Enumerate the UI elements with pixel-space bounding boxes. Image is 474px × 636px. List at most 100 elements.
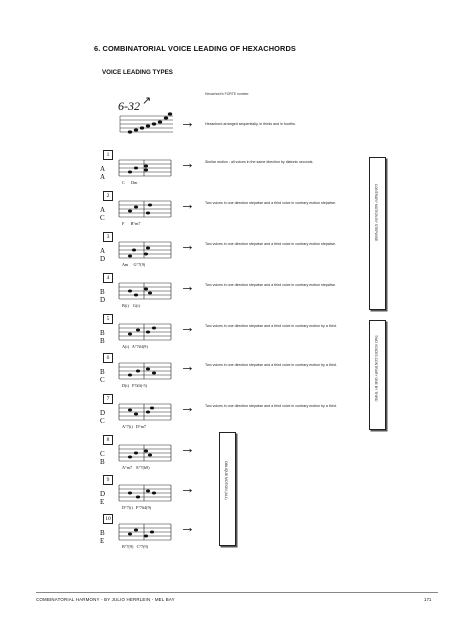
note-head <box>133 412 139 416</box>
note-head <box>147 203 153 207</box>
voice-pair-label: C B <box>100 450 105 466</box>
voice-pair-label: B B <box>100 329 105 345</box>
right-arrow-icon: → <box>180 519 195 536</box>
row-number-box: 6 <box>103 353 113 363</box>
voice-pair-label: A D <box>100 247 106 263</box>
row-number-box: 1 <box>103 150 113 160</box>
note-head <box>147 291 153 295</box>
voice-pair-label: B E <box>100 529 105 545</box>
side-box-stepwise: CONTRARY MOTION BY STEPWISE <box>369 157 386 310</box>
note-head <box>133 451 139 455</box>
row-description: Similar motion - all voices in the same … <box>205 160 314 164</box>
note-head <box>143 168 149 172</box>
note-head <box>151 371 157 375</box>
chord-symbols: B°7(9) C°7(9) <box>122 544 149 549</box>
row-number-box: 3 <box>103 232 113 242</box>
note-head <box>149 530 155 534</box>
note-head <box>135 369 141 373</box>
chord-symbols: D°7(i) F°7#4(9) <box>122 505 152 510</box>
right-arrow-icon: → <box>180 480 195 497</box>
voice-pair-label: B D <box>100 288 106 304</box>
side-box-label: CONTRARY MOTION BY STEPWISE <box>374 184 378 242</box>
note-head <box>145 410 151 414</box>
right-arrow-icon: → <box>180 114 195 131</box>
voice-pair-label: D E <box>100 490 106 506</box>
note-head <box>133 293 139 297</box>
note-head <box>131 248 137 252</box>
row-description: Two voices in one direction stepwise and… <box>205 324 337 328</box>
note-head <box>151 326 157 330</box>
music-staff <box>118 444 172 462</box>
note-head <box>143 449 149 453</box>
note-head <box>145 489 151 493</box>
hexachord-label: 6-32 <box>118 99 140 113</box>
voice-pair-label: A A <box>100 165 106 181</box>
row-number-box: 8 <box>103 435 113 445</box>
note-head <box>133 166 139 170</box>
music-staff <box>118 323 172 341</box>
row-number-box: 9 <box>103 475 113 485</box>
note-head <box>143 164 149 168</box>
music-staff <box>118 282 172 300</box>
music-staff <box>118 200 172 218</box>
row-number-box: 4 <box>103 273 113 283</box>
note-head <box>127 532 133 536</box>
note-head <box>135 495 141 499</box>
chord-symbols: F B°m7 <box>122 221 141 226</box>
north-east-arrow-icon: ↗ <box>142 95 152 107</box>
forte-number-note: Hexachord's FORTE number. <box>205 92 250 96</box>
row-description: Two voices in one direction stepwise and… <box>205 363 337 367</box>
note-head <box>133 205 139 209</box>
hexachord-staff <box>119 112 173 134</box>
note-head <box>145 367 151 371</box>
section-heading: 6. COMBINATORIAL VOICE LEADING OF HEXACH… <box>94 44 296 53</box>
music-staff <box>118 484 172 502</box>
chord-symbols: A(i) A°7#4(9) <box>122 344 148 349</box>
side-box-label: OBLIQUE MOTION (ALL) <box>224 461 228 500</box>
note-head <box>151 491 157 495</box>
note-head <box>127 209 133 213</box>
side-box-oblique: OBLIQUE MOTION (ALL) <box>219 432 236 546</box>
row-number-box: 5 <box>103 314 113 324</box>
note-head <box>149 406 155 410</box>
right-arrow-icon: → <box>180 358 195 375</box>
music-staff <box>118 403 172 421</box>
note-head <box>147 453 153 457</box>
music-staff <box>118 362 172 380</box>
note-head <box>127 332 133 336</box>
footer-rule <box>36 592 438 593</box>
chord-symbols: B(i) G(i) <box>122 303 140 308</box>
voice-pair-label: A C <box>100 206 105 222</box>
note-head <box>135 328 141 332</box>
right-arrow-icon: → <box>180 155 195 172</box>
music-staff <box>118 523 172 541</box>
note-head <box>145 211 151 215</box>
note-head <box>127 491 133 495</box>
row-number-box: 10 <box>103 514 113 524</box>
note-head <box>133 528 139 532</box>
note-head <box>127 254 133 258</box>
right-arrow-icon: → <box>180 196 195 213</box>
chord-symbols: A°7(i) D°m7 <box>122 424 146 429</box>
side-box-third: TWO VOICES CONTRARY ONE BY THIRD <box>369 320 386 430</box>
right-arrow-icon: → <box>180 399 195 416</box>
music-staff <box>118 159 172 177</box>
right-arrow-icon: → <box>180 319 195 336</box>
row-description: Two voices in one direction stepwise and… <box>205 201 337 205</box>
music-staff <box>118 241 172 259</box>
note-head <box>143 252 149 256</box>
note-head <box>127 289 133 293</box>
note-head <box>127 408 133 412</box>
right-arrow-icon: → <box>180 237 195 254</box>
hexachord-description: Hexachord arranged sequentially, in thir… <box>205 122 296 126</box>
row-number-box: 2 <box>103 191 113 201</box>
section-subheading: VOICE LEADING TYPES <box>102 69 173 76</box>
note-head <box>127 455 133 459</box>
right-arrow-icon: → <box>180 440 195 457</box>
footer-credit: COMBINATORIAL HARMONY - BY JULIO HERRLEI… <box>36 597 175 602</box>
note-head <box>127 170 133 174</box>
chord-symbols: Am G°7(9) <box>122 262 146 267</box>
note-head <box>145 246 151 250</box>
voice-pair-label: D C <box>100 409 106 425</box>
note-head <box>145 330 151 334</box>
